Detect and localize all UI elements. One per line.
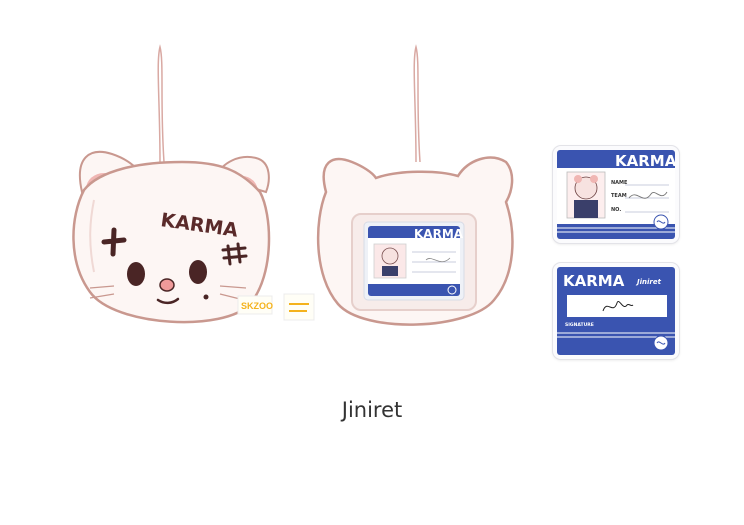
right-eye	[189, 260, 207, 284]
product-caption: Jiniret	[341, 398, 403, 422]
id-back-brand: Jiniret	[635, 278, 662, 286]
hash-mark	[221, 242, 248, 266]
side-tag	[237, 295, 273, 315]
head	[72, 160, 271, 324]
mole	[203, 294, 209, 300]
strap	[157, 44, 165, 163]
whiskers	[89, 285, 247, 301]
id-front-name: KARMA	[615, 152, 675, 170]
signature-box	[567, 295, 667, 317]
left-eye	[127, 262, 145, 286]
id-card-front: KARMA NAME TEAM NO.	[553, 146, 679, 243]
id-card-back: KARMA Jiniret SIGNATURE	[553, 263, 679, 359]
field-label-no: NO.	[611, 207, 621, 213]
nose	[159, 278, 175, 292]
signature-scribble	[628, 191, 668, 199]
right-ear	[214, 156, 270, 194]
cross-mark	[101, 227, 127, 257]
mini-card-name: KARMA	[414, 227, 464, 241]
id-back-name: KARMA	[563, 272, 625, 290]
field-label-team: TEAM	[611, 193, 627, 199]
back-side-tag	[283, 293, 315, 321]
signature-label: SIGNATURE	[565, 322, 594, 328]
front-pouch: KARMA SKZOO	[72, 44, 273, 324]
field-label-name: NAME	[611, 180, 628, 186]
back-pouch: KARMA	[283, 44, 514, 326]
mouth	[156, 297, 180, 305]
side-tag-text: SKZOO	[241, 301, 273, 311]
strap-back	[413, 44, 421, 163]
signature-drawing	[602, 301, 634, 312]
